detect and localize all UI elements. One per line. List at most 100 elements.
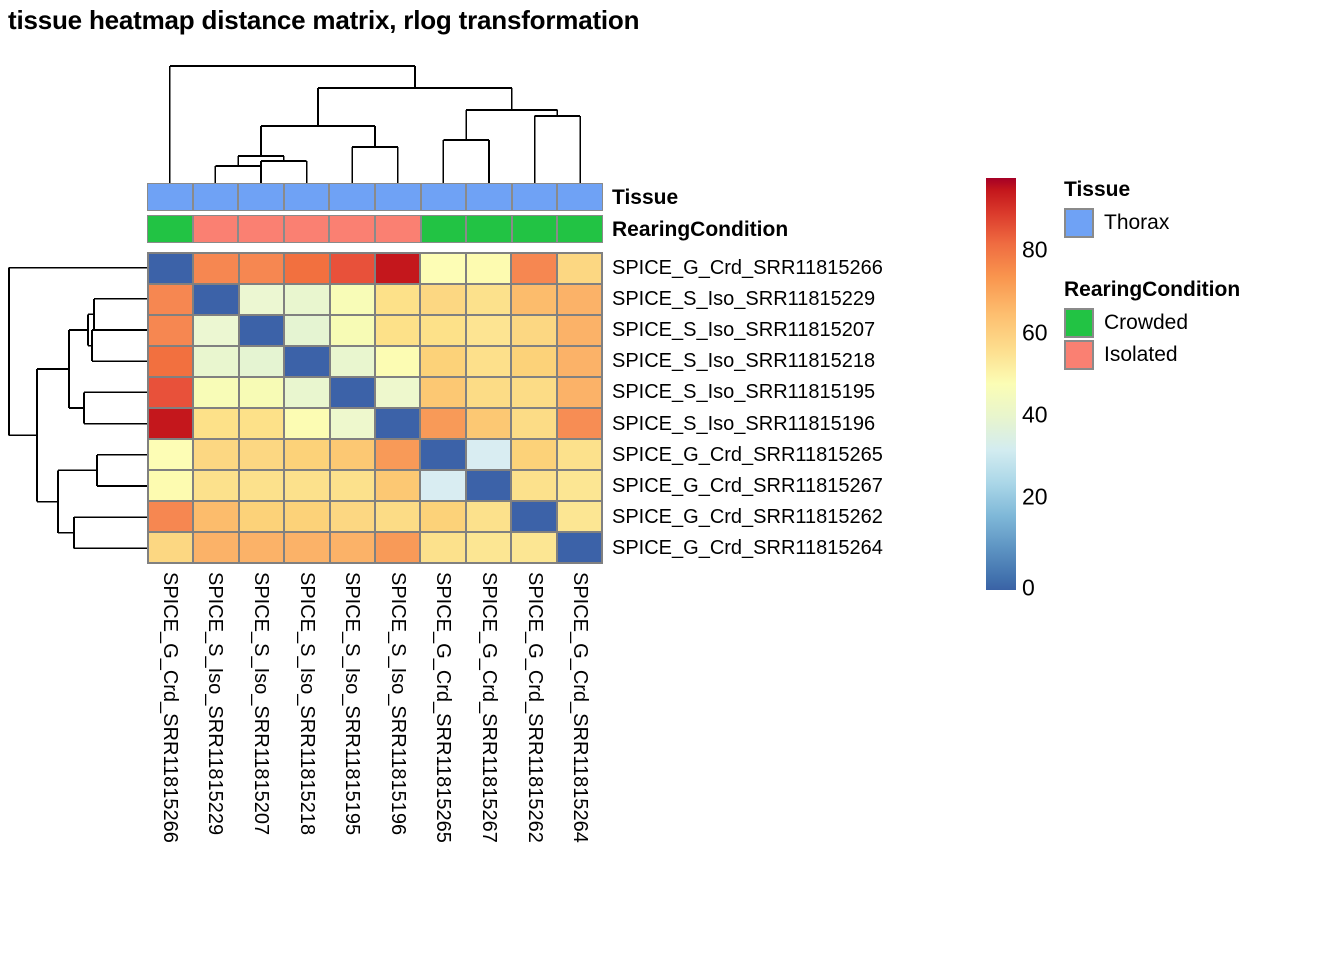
heatmap-cell (465, 284, 512, 315)
heatmap-cell (284, 408, 330, 439)
heatmap-cell (375, 315, 421, 346)
heatmap-cell (148, 470, 194, 501)
heatmap-cell (148, 253, 194, 284)
heatmap-cell (284, 439, 330, 470)
colorbar (986, 178, 1016, 590)
heatmap-cell (329, 408, 375, 439)
rearing-condition-annotation-cell (511, 215, 558, 243)
rearing-isolated-label: Isolated (1104, 343, 1178, 366)
heatmap-cell (465, 346, 512, 377)
column-dendrogram (168, 65, 582, 188)
heatmap-cell (148, 501, 194, 532)
heatmap-cell (193, 315, 239, 346)
colorbar-tick-0: 0 (1022, 574, 1035, 601)
heatmap-cell (465, 532, 512, 563)
heatmap-row-label: SPICE_S_Iso_SRR11815195 (612, 381, 876, 404)
heatmap-cell (511, 377, 557, 408)
heatmap-cell (329, 377, 375, 408)
heatmap-cell (375, 253, 421, 284)
heatmap-column-label-slot: SPICE_G_Crd_SRR11815267 (466, 568, 512, 948)
tissue-thorax-label: Thorax (1104, 211, 1170, 234)
legend-item: Crowded (1064, 308, 1240, 338)
heatmap-cell (148, 315, 194, 346)
rearing-condition-annotation-label: RearingCondition (612, 218, 789, 241)
heatmap-column-label: SPICE_G_Crd_SRR11815266 (158, 572, 181, 843)
heatmap-cell (329, 253, 375, 284)
heatmap-row-label: SPICE_G_Crd_SRR11815266 (612, 256, 883, 279)
heatmap-cell (284, 377, 330, 408)
heatmap-cell (465, 315, 512, 346)
heatmap-cell (511, 346, 557, 377)
colorbar-tick-80: 80 (1022, 236, 1048, 263)
heatmap-column-label: SPICE_S_Iso_SRR11815196 (386, 572, 409, 836)
rearing-condition-annotation-cell (466, 215, 512, 243)
heatmap-cell (329, 470, 375, 501)
rearing-condition-annotation-cell (557, 215, 603, 243)
heatmap-cell (420, 470, 466, 501)
heatmap-column-label: SPICE_S_Iso_SRR11815195 (341, 572, 364, 836)
heatmap-cell (329, 501, 375, 532)
rearing-isolated-swatch (1064, 340, 1094, 370)
legend-item: Isolated (1064, 340, 1240, 370)
heatmap-cell (238, 439, 285, 470)
tissue-annotation-cell (466, 183, 512, 211)
heatmap-column-label: SPICE_G_Crd_SRR11815267 (477, 572, 500, 843)
heatmap-cell (238, 253, 285, 284)
heatmap-cell (193, 346, 239, 377)
heatmap-cell (375, 501, 421, 532)
heatmap-column-label: SPICE_G_Crd_SRR11815264 (569, 572, 592, 843)
tissue-annotation-cell (147, 183, 193, 211)
heatmap-cell (556, 253, 602, 284)
heatmap-cell (420, 253, 466, 284)
heatmap-cell (284, 532, 330, 563)
heatmap-cell (238, 470, 285, 501)
heatmap-cell (465, 253, 512, 284)
heatmap-cell (193, 501, 239, 532)
heatmap-column-label-slot: SPICE_G_Crd_SRR11815265 (421, 568, 467, 948)
heatmap-cell (284, 501, 330, 532)
heatmap-cell (193, 377, 239, 408)
heatmap-cell (148, 377, 194, 408)
heatmap-cell (238, 315, 285, 346)
colorbar-tick-60: 60 (1022, 319, 1048, 346)
heatmap-cell (556, 284, 602, 315)
heatmap-column-label-slot: SPICE_S_Iso_SRR11815229 (193, 568, 239, 948)
tissue-thorax-swatch (1064, 208, 1094, 238)
tissue-annotation-cell (557, 183, 603, 211)
heatmap-cell (465, 501, 512, 532)
heatmap-cell (375, 439, 421, 470)
heatmap-cell (284, 315, 330, 346)
row-dendrogram (8, 266, 147, 550)
heatmap-cell (238, 377, 285, 408)
rearing-condition-annotation-cell (192, 215, 239, 243)
heatmap-cell (284, 346, 330, 377)
colorbar-tick-20: 20 (1022, 483, 1048, 510)
heatmap-cell (193, 532, 239, 563)
heatmap-cell (375, 470, 421, 501)
heatmap-row-label: SPICE_G_Crd_SRR11815265 (612, 443, 883, 466)
tissue-annotation-cell (238, 183, 284, 211)
heatmap-row-label: SPICE_G_Crd_SRR11815264 (612, 537, 883, 560)
heatmap-cell (193, 408, 239, 439)
heatmap-row-label: SPICE_S_Iso_SRR11815207 (612, 319, 876, 341)
rearing-condition-annotation-cell (329, 215, 375, 243)
heatmap-cell (238, 284, 285, 315)
heatmap-cell (511, 439, 557, 470)
heatmap-cell (193, 470, 239, 501)
heatmap-column-label-slot: SPICE_S_Iso_SRR11815195 (329, 568, 375, 948)
heatmap-cell (193, 284, 239, 315)
heatmap-column-labels: SPICE_G_Crd_SRR11815266 SPICE_S_Iso_SRR11… (147, 568, 603, 948)
rearing-condition-annotation-bar (147, 215, 603, 243)
heatmap-cell (148, 439, 194, 470)
heatmap-cell (420, 408, 466, 439)
heatmap-cell (465, 377, 512, 408)
heatmap-cell (465, 408, 512, 439)
rearing-crowded-label: Crowded (1104, 311, 1189, 334)
heatmap-row-label: SPICE_S_Iso_SRR11815196 (612, 412, 876, 435)
heatmap-row-label: SPICE_S_Iso_SRR11815229 (612, 287, 876, 310)
tissue-annotation-cell (283, 183, 330, 211)
heatmap-cell (465, 470, 512, 501)
heatmap-column-label: SPICE_S_Iso_SRR11815229 (204, 572, 227, 836)
heatmap-cell (556, 501, 602, 532)
